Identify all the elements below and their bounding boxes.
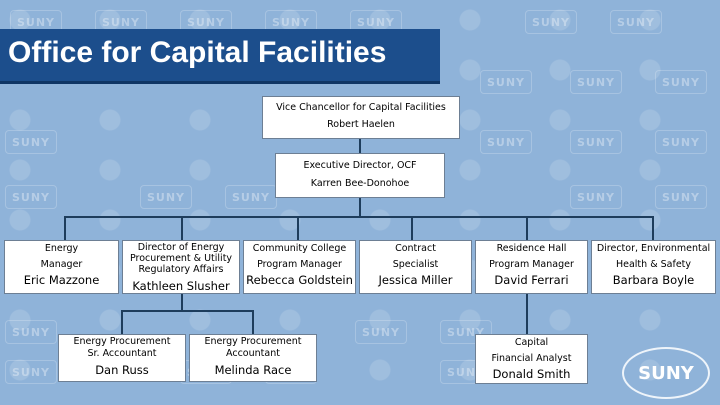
position-title-line: Manager <box>40 259 83 270</box>
watermark: SUNY <box>140 185 192 209</box>
connector-level4-bus <box>121 310 254 312</box>
staff-box-energy-procurement-sr-accountant: Energy Procurement Sr. Accountant Dan Ru… <box>58 334 186 382</box>
watermark: SUNY <box>440 320 492 344</box>
watermark: SUNY <box>655 70 707 94</box>
position-title-line: Energy Procurement <box>73 336 171 347</box>
person-name: Donald Smith <box>492 367 571 381</box>
staff-box-energy-manager: Energy Manager Eric Mazzone <box>4 240 119 294</box>
position-title-line: Accountant <box>226 348 280 359</box>
connector-drop-5 <box>526 216 528 240</box>
position-title-line: Energy <box>44 243 79 254</box>
position-title-line: Health & Safety <box>615 259 692 270</box>
person-name: David Ferrari <box>494 273 569 287</box>
position-title: Vice Chancellor for Capital Facilities <box>276 102 446 113</box>
watermark: SUNY <box>5 130 57 154</box>
position-title-line: Regulatory Affairs <box>138 264 224 275</box>
watermark: SUNY <box>570 70 622 94</box>
connector-vc-ed <box>359 139 361 153</box>
person-name: Rebecca Goldstein <box>246 273 353 287</box>
staff-box-community-college: Community College Program Manager Rebecc… <box>243 240 356 294</box>
watermark: SUNY <box>225 185 277 209</box>
vice-chancellor-box: Vice Chancellor for Capital Facilities R… <box>262 96 460 139</box>
suny-logo: SUNY <box>622 347 710 399</box>
person-name: Eric Mazzone <box>23 273 100 287</box>
watermark: SUNY <box>525 10 577 34</box>
position-title-line: Director of Energy <box>137 242 225 253</box>
position-title-line: Program Manager <box>489 259 574 270</box>
position-title-line: Sr. Accountant <box>87 348 157 359</box>
position-title-line: Residence Hall <box>496 243 567 254</box>
executive-director-box: Executive Director, OCF Karren Bee-Donoh… <box>275 153 445 198</box>
person-name: Melinda Race <box>214 363 292 377</box>
watermark: SUNY <box>570 130 622 154</box>
watermark: SUNY <box>5 320 57 344</box>
position-title: Executive Director, OCF <box>303 160 417 171</box>
connector-drop-4 <box>411 216 413 240</box>
person-name: Dan Russ <box>95 363 149 377</box>
staff-box-energy-procurement-accountant: Energy Procurement Accountant Melinda Ra… <box>189 334 317 382</box>
connector-level3-bus <box>64 216 654 218</box>
watermark: SUNY <box>480 70 532 94</box>
position-title-line: Program Manager <box>257 259 342 270</box>
position-title-line: Financial Analyst <box>491 353 572 364</box>
connector-drop-dan <box>121 310 123 334</box>
connector-drop-3 <box>297 216 299 240</box>
page-title: Office for Capital Facilities <box>8 36 387 69</box>
position-title-line: Specialist <box>392 259 439 270</box>
connector-kathleen-down <box>181 294 183 310</box>
person-name: Kathleen Slusher <box>132 279 230 293</box>
watermark: SUNY <box>655 130 707 154</box>
staff-box-residence-hall: Residence Hall Program Manager David Fer… <box>475 240 588 294</box>
person-name: Robert Haelen <box>327 119 395 130</box>
person-name: Jessica Miller <box>378 273 453 287</box>
position-title-line: Director, Environmental <box>596 243 711 254</box>
connector-drop-2 <box>181 216 183 240</box>
position-title-line: Community College <box>252 243 347 254</box>
staff-box-contract-specialist: Contract Specialist Jessica Miller <box>359 240 472 294</box>
title-bar: Office for Capital Facilities <box>0 29 440 84</box>
person-name: Barbara Boyle <box>612 273 695 287</box>
watermark: SUNY <box>480 130 532 154</box>
position-title-line: Procurement & Utility <box>129 253 233 264</box>
watermark: SUNY <box>610 10 662 34</box>
connector-drop-6 <box>652 216 654 240</box>
connector-ed-trunk <box>359 198 361 216</box>
watermark: SUNY <box>5 185 57 209</box>
connector-drop-melinda <box>252 310 254 334</box>
watermark: SUNY <box>570 185 622 209</box>
position-title-line: Contract <box>395 243 436 254</box>
watermark: SUNY <box>355 320 407 344</box>
watermark: SUNY <box>5 360 57 384</box>
person-name: Karren Bee-Donohoe <box>310 178 410 189</box>
position-title-line: Energy Procurement <box>204 336 302 347</box>
position-title-line: Capital <box>514 337 549 348</box>
staff-box-environmental-health-safety: Director, Environmental Health & Safety … <box>591 240 716 294</box>
watermark: SUNY <box>655 185 707 209</box>
connector-drop-1 <box>64 216 66 240</box>
staff-box-capital-financial-analyst: Capital Financial Analyst Donald Smith <box>475 334 588 384</box>
connector-david-down <box>526 294 528 334</box>
staff-box-director-energy-procurement: Director of Energy Procurement & Utility… <box>122 240 240 294</box>
